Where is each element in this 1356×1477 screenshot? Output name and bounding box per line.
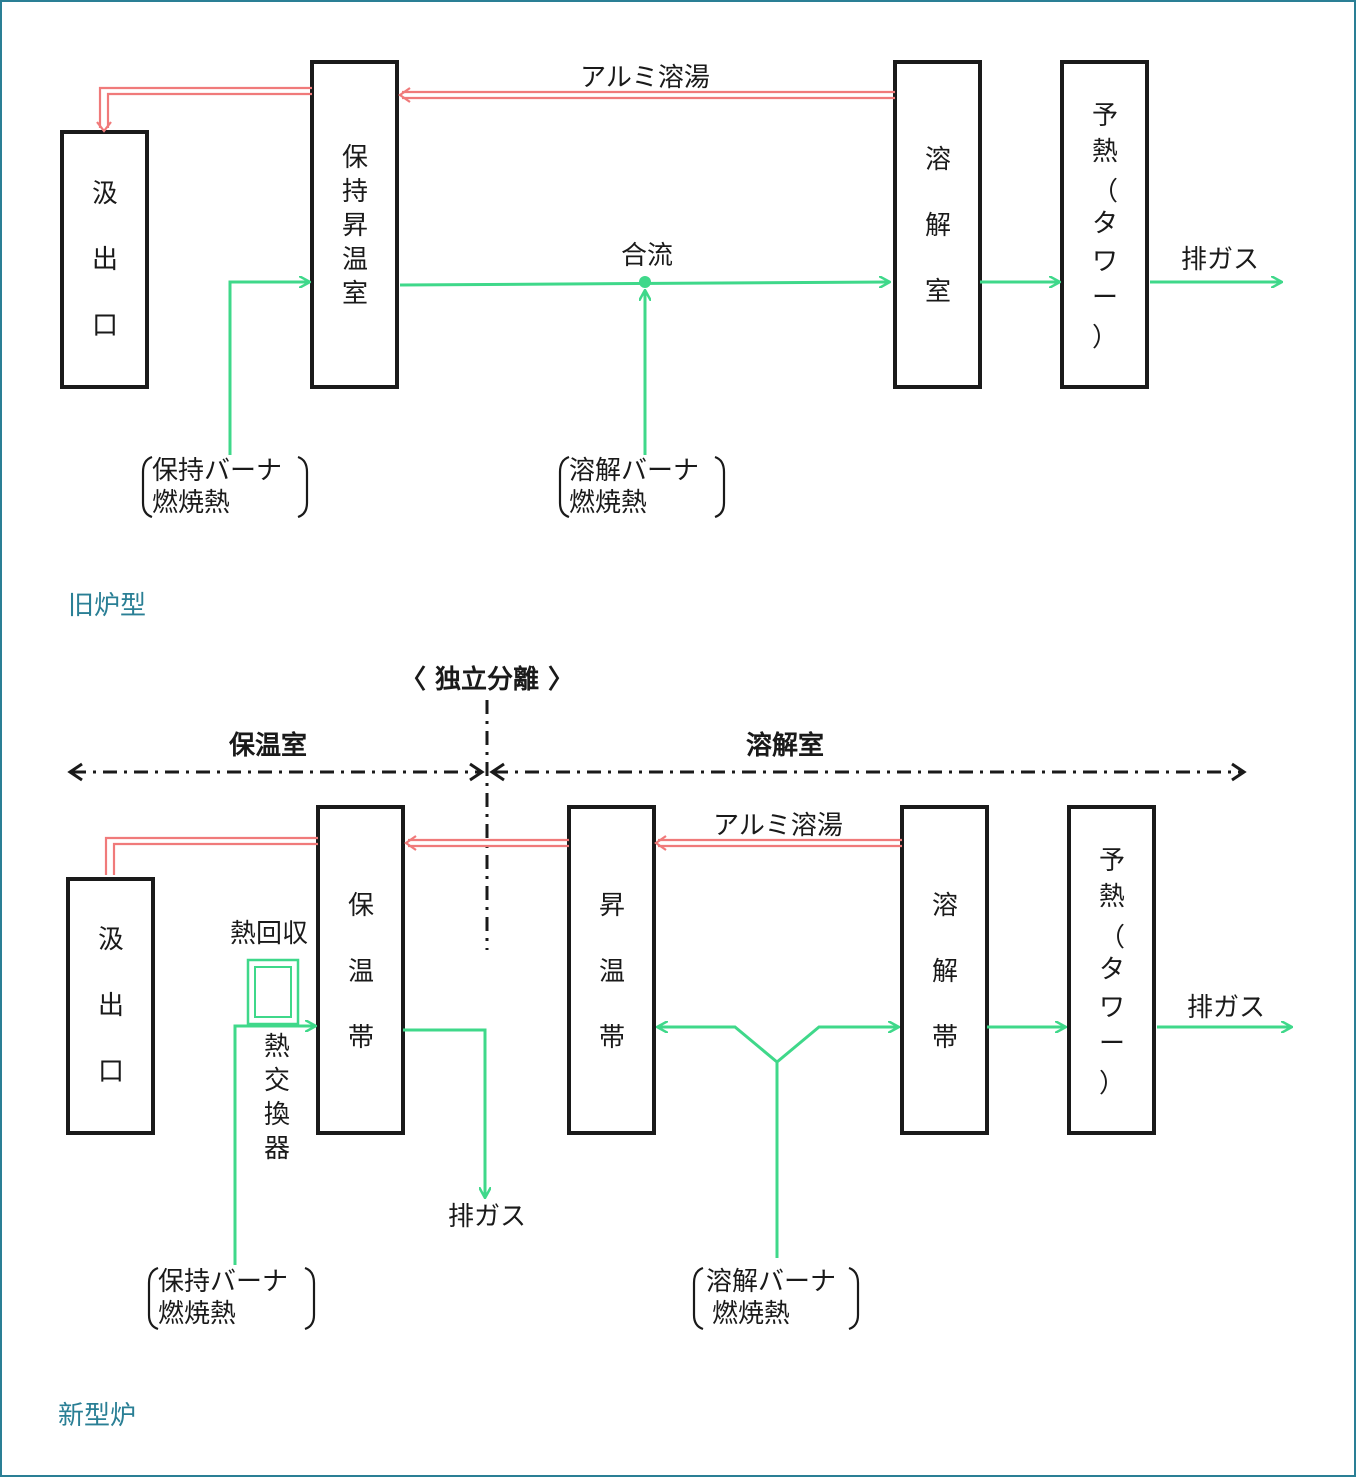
svg-text:溶: 溶 bbox=[925, 145, 951, 175]
new-hoon-label: 保 温 帯 bbox=[348, 891, 374, 1053]
old-hoji-burner-arrow bbox=[228, 282, 310, 455]
svg-text:出: 出 bbox=[92, 245, 118, 275]
svg-text:保: 保 bbox=[348, 891, 374, 921]
old-alumi-label: アルミ溶湯 bbox=[580, 63, 710, 93]
new-shoon-box bbox=[567, 805, 656, 1135]
old-yokai-burner-label: 溶解バーナ 燃焼熱 bbox=[558, 455, 726, 519]
svg-text:）: ） bbox=[1092, 323, 1118, 353]
svg-text:室: 室 bbox=[342, 279, 368, 309]
new-yokai-burner-label: 溶解バーナ 燃焼熱 bbox=[692, 1266, 860, 1331]
old-yokai-label: 溶 解 室 bbox=[925, 145, 951, 307]
svg-text:予: 予 bbox=[1099, 846, 1125, 876]
svg-text:室: 室 bbox=[925, 277, 951, 307]
svg-text:温: 温 bbox=[342, 245, 368, 275]
old-yonetsu-box bbox=[1060, 60, 1149, 389]
svg-text:帯: 帯 bbox=[932, 1023, 958, 1053]
svg-text:保: 保 bbox=[342, 143, 368, 173]
svg-text:タ: タ bbox=[1099, 955, 1125, 985]
svg-text:（: （ bbox=[1092, 177, 1118, 207]
old-exhaust-label: 排ガス bbox=[1181, 245, 1259, 275]
svg-text:ー: ー bbox=[1099, 1029, 1125, 1059]
svg-text:ワ: ワ bbox=[1099, 993, 1125, 1023]
old-alumi-flow-arrow bbox=[96, 86, 895, 133]
svg-text:帯: 帯 bbox=[599, 1023, 625, 1053]
new-exhaust-right-label: 排ガス bbox=[1187, 993, 1265, 1023]
yokaishitsu-range-arrow bbox=[489, 762, 1247, 782]
yokaishitsu-label: 溶解室 bbox=[746, 730, 824, 761]
old-caption: 旧炉型 bbox=[68, 591, 146, 621]
svg-text:タ: タ bbox=[1092, 209, 1118, 239]
new-alumi-label: アルミ溶湯 bbox=[713, 811, 843, 841]
new-hoji-burner-arrow bbox=[233, 1026, 316, 1265]
new-yonetsu-box bbox=[1067, 805, 1156, 1135]
svg-text:予: 予 bbox=[1092, 101, 1118, 131]
new-exhaust-bottom-label: 排ガス bbox=[448, 1202, 526, 1232]
svg-text:持: 持 bbox=[342, 177, 368, 207]
svg-text:帯: 帯 bbox=[348, 1023, 374, 1053]
svg-text:汲: 汲 bbox=[98, 925, 124, 955]
new-yokai-box bbox=[900, 805, 989, 1135]
heat-exchanger-icon bbox=[246, 958, 300, 1026]
new-yokai-label: 溶 解 帯 bbox=[932, 891, 958, 1053]
new-caption: 新型炉 bbox=[58, 1401, 136, 1431]
svg-text:昇: 昇 bbox=[599, 891, 625, 921]
old-furnace-diagram: 汲 出 口 保 持 昇 温 室 溶 解 室 予 熱 （ タ ワ ー ） bbox=[60, 60, 1282, 621]
new-yokai-burner-arrow bbox=[657, 1027, 899, 1258]
svg-text:燃焼熱: 燃焼熱 bbox=[569, 488, 647, 518]
new-shoon-label: 昇 温 帯 bbox=[599, 891, 625, 1053]
svg-text:ー: ー bbox=[1092, 283, 1118, 313]
svg-text:燃焼熱: 燃焼熱 bbox=[152, 488, 230, 518]
old-hoji-box bbox=[310, 60, 399, 389]
old-yonetsu-label: 予 熱 （ タ ワ ー ） bbox=[1092, 101, 1118, 353]
new-furnace-diagram: 〈 独立分離 〉 保温室 溶解室 汲 出 口 保 温 帯 bbox=[58, 664, 1292, 1431]
heat-recovery-label: 熱回収 bbox=[230, 919, 308, 949]
new-kumidashi-box bbox=[66, 877, 155, 1135]
hoonshitsu-label: 保温室 bbox=[228, 730, 307, 761]
old-hoji-burner-label: 保持バーナ 燃焼熱 bbox=[141, 455, 309, 519]
new-hoon-exhaust-arrow bbox=[403, 1028, 485, 1198]
svg-text:出: 出 bbox=[98, 991, 124, 1021]
new-hoji-burner-label: 保持バーナ 燃焼熱 bbox=[147, 1266, 316, 1331]
svg-text:熱: 熱 bbox=[264, 1032, 290, 1062]
svg-text:汲: 汲 bbox=[92, 179, 118, 209]
svg-text:保持バーナ: 保持バーナ bbox=[158, 1267, 288, 1297]
separation-label: 〈 独立分離 〉 bbox=[400, 664, 574, 695]
svg-text:換: 換 bbox=[264, 1100, 290, 1130]
svg-text:解: 解 bbox=[925, 211, 951, 241]
heat-exchanger-label: 熱 交 換 器 bbox=[264, 1032, 290, 1164]
new-yonetsu-label: 予 熱 （ タ ワ ー ） bbox=[1099, 846, 1125, 1099]
svg-text:溶: 溶 bbox=[932, 891, 958, 921]
svg-text:燃焼熱: 燃焼熱 bbox=[712, 1299, 790, 1329]
old-hoji-label: 保 持 昇 温 室 bbox=[342, 143, 368, 309]
new-kumidashi-label: 汲 出 口 bbox=[98, 925, 124, 1087]
svg-text:ワ: ワ bbox=[1092, 247, 1118, 277]
svg-text:溶解バーナ: 溶解バーナ bbox=[569, 456, 699, 486]
old-kumidashi-box bbox=[60, 130, 149, 389]
svg-text:口: 口 bbox=[92, 311, 118, 341]
hoonshitsu-range-arrow bbox=[67, 762, 485, 782]
old-goryu-label: 合流 bbox=[621, 241, 673, 271]
old-goryu-junction bbox=[639, 276, 651, 288]
svg-text:解: 解 bbox=[932, 957, 958, 987]
svg-text:口: 口 bbox=[98, 1057, 124, 1087]
old-kumidashi-label: 汲 出 口 bbox=[92, 179, 118, 341]
svg-text:燃焼熱: 燃焼熱 bbox=[158, 1299, 236, 1329]
svg-text:熱: 熱 bbox=[1099, 882, 1125, 912]
svg-text:保持バーナ: 保持バーナ bbox=[152, 456, 282, 486]
old-yokai-box bbox=[893, 60, 982, 389]
svg-text:器: 器 bbox=[264, 1134, 290, 1164]
svg-text:（: （ bbox=[1099, 923, 1125, 953]
svg-text:）: ） bbox=[1099, 1069, 1125, 1099]
new-hoon-box bbox=[316, 805, 405, 1135]
svg-text:溶解バーナ: 溶解バーナ bbox=[706, 1267, 836, 1297]
svg-text:熱: 熱 bbox=[1092, 137, 1118, 167]
svg-text:交: 交 bbox=[264, 1066, 290, 1096]
new-alumi-flow-arrow bbox=[104, 835, 902, 875]
svg-text:温: 温 bbox=[599, 957, 625, 987]
svg-text:温: 温 bbox=[348, 957, 374, 987]
svg-text:昇: 昇 bbox=[342, 211, 368, 241]
